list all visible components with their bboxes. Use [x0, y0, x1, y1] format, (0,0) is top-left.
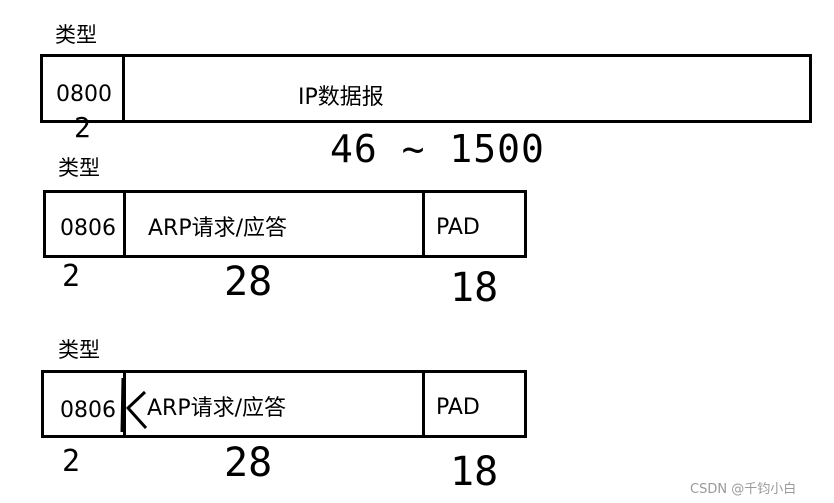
size-type-arp-2: 2: [62, 444, 81, 479]
payload-arp-2: ARP请求/应答: [147, 396, 287, 421]
size-payload-arp-2: 28: [224, 440, 273, 486]
type-label-arp-2: 类型: [58, 338, 100, 362]
type-code-arp-2: 0806: [60, 398, 116, 423]
type-field-divider: [122, 57, 125, 120]
pad-arp-2: PAD: [436, 395, 480, 420]
size-payload-ip: 46 ~ 1500: [330, 127, 545, 171]
size-payload-arp-1: 28: [224, 259, 273, 305]
pad-field-divider: [422, 373, 425, 435]
type-field-divider: [123, 373, 126, 435]
size-pad-arp-1: 18: [450, 265, 499, 311]
type-label-ip: 类型: [55, 23, 97, 47]
type-label-arp-1: 类型: [58, 156, 100, 180]
pad-field-divider: [422, 193, 425, 255]
payload-arp-1: ARP请求/应答: [148, 216, 288, 241]
payload-ip: IP数据报: [298, 85, 384, 110]
arp-frame-box-1: 0806 ARP请求/应答 PAD: [43, 190, 527, 258]
watermark: CSDN @千钧小白: [690, 482, 797, 497]
pad-arp-1: PAD: [436, 215, 480, 240]
size-pad-arp-2: 18: [450, 449, 499, 495]
arp-frame-box-2: 0806 ARP请求/应答 PAD: [41, 370, 527, 438]
type-code-arp-1: 0806: [60, 216, 116, 241]
type-code-ip: 0800: [56, 82, 112, 107]
size-type-ip: 2: [74, 111, 91, 144]
size-type-arp-1: 2: [62, 259, 81, 294]
type-field-divider: [123, 193, 126, 255]
ip-frame-box: 0800 IP数据报: [40, 54, 812, 123]
